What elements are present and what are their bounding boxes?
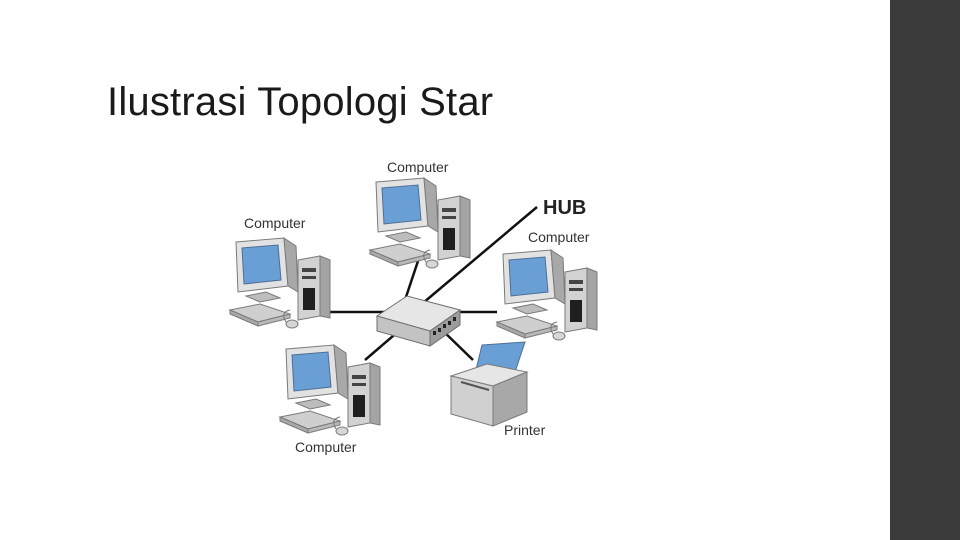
hub-label: HUB [543, 197, 586, 219]
hub-device [375, 295, 462, 347]
computer-top [369, 177, 471, 269]
label-computer-top: Computer [387, 159, 449, 175]
computer-right [496, 249, 598, 341]
slide-title: Ilustrasi Topologi Star [107, 80, 494, 124]
slide: Ilustrasi Topologi Star [107, 80, 598, 455]
hub-pointer [422, 206, 538, 304]
side-bar [890, 0, 960, 540]
label-computer-left: Computer [244, 215, 306, 231]
star-topology-diagram: HUB Computer Computer Computer Computer … [229, 159, 598, 455]
label-computer-bottom: Computer [295, 439, 357, 455]
computer-left [229, 237, 331, 329]
label-computer-right: Computer [528, 229, 590, 245]
printer-device [449, 341, 529, 427]
link-top-computer [403, 254, 422, 301]
label-printer: Printer [504, 422, 546, 438]
